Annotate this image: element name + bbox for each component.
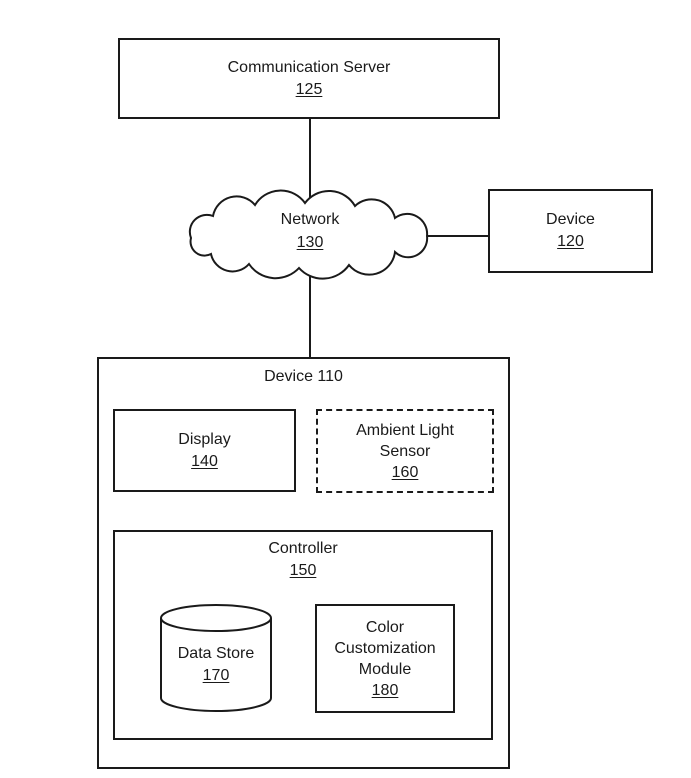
ambient-light-sensor-box: Ambient Light Sensor 160 [316, 409, 494, 493]
device-120-box: Device 120 [488, 189, 653, 273]
communication-server-ref: 125 [295, 80, 323, 98]
color-module-ref: 180 [371, 681, 399, 699]
communication-server-label: Communication Server [227, 58, 391, 76]
color-customization-module-box: Color Customization Module 180 [315, 604, 455, 713]
color-module-label-line3: Module [358, 660, 412, 678]
data-store-ref: 170 [202, 667, 230, 684]
device-120-label: Device [546, 211, 595, 228]
connector-network-to-device110 [309, 268, 311, 357]
color-module-label-line1: Color [365, 618, 405, 636]
controller-box: Controller 150 Data Store 170 Color Cust… [113, 530, 493, 740]
ambient-light-sensor-ref: 160 [391, 463, 419, 481]
ambient-light-sensor-label-line2: Sensor [379, 442, 431, 460]
controller-label: Controller [268, 540, 338, 557]
communication-server-box: Communication Server 125 [118, 38, 500, 119]
network-node: Network 130 [240, 208, 380, 254]
display-ref: 140 [191, 452, 218, 470]
network-cloud-icon [188, 189, 429, 280]
data-store-node: Data Store 170 [159, 603, 273, 715]
device-120-ref: 120 [557, 233, 584, 250]
color-module-label-line2: Customization [334, 639, 436, 657]
device-110-box: Device 110 Display 140 Ambient Light Sen… [97, 357, 510, 769]
data-store-label: Data Store [177, 645, 255, 662]
ambient-light-sensor-label-line1: Ambient Light [356, 421, 454, 439]
network-label: Network [280, 211, 340, 228]
controller-header: Controller 150 [268, 538, 337, 582]
device-110-title: Device 110 [264, 368, 343, 385]
display-box: Display 140 [113, 409, 296, 492]
data-store-cylinder-icon [160, 604, 272, 712]
connector-network-to-device120 [424, 235, 488, 237]
data-store-text: Data Store 170 [159, 603, 273, 715]
display-label: Display [178, 430, 231, 448]
connector-server-to-network [309, 119, 311, 210]
network-ref: 130 [296, 234, 324, 251]
controller-ref: 150 [289, 562, 317, 579]
